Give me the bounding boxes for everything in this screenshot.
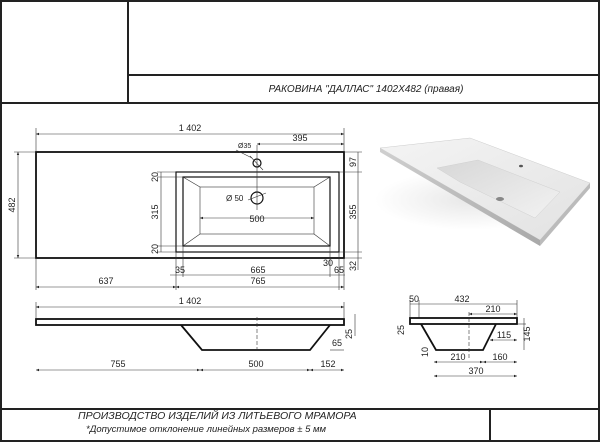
svg-text:210: 210 <box>485 304 500 314</box>
dim-drain-hole: Ø 50 <box>226 194 244 203</box>
svg-text:500: 500 <box>248 359 263 369</box>
svg-text:25: 25 <box>396 325 406 335</box>
svg-text:50: 50 <box>409 294 419 304</box>
svg-text:20: 20 <box>150 244 160 254</box>
svg-text:30: 30 <box>323 258 333 268</box>
svg-text:395: 395 <box>292 133 307 143</box>
svg-text:97: 97 <box>348 157 358 167</box>
svg-text:20: 20 <box>150 172 160 182</box>
svg-text:65: 65 <box>332 338 342 348</box>
svg-text:32: 32 <box>348 261 358 271</box>
top-view: 1 402 395 Ø35 Ø 50 500 482 20 315 20 97 … <box>7 123 362 290</box>
dim-overall-depth: 482 <box>7 197 17 212</box>
svg-text:152: 152 <box>320 359 335 369</box>
svg-text:355: 355 <box>348 204 358 219</box>
svg-text:315: 315 <box>150 204 160 219</box>
svg-text:755: 755 <box>110 359 125 369</box>
sink-3d-render <box>375 137 591 246</box>
svg-text:500: 500 <box>249 214 264 224</box>
svg-text:665: 665 <box>250 265 265 275</box>
product-title: РАКОВИНА "ДАЛЛАС" 1402Х482 (правая) <box>269 84 464 95</box>
svg-text:145: 145 <box>522 326 532 341</box>
svg-text:637: 637 <box>98 276 113 286</box>
svg-text:210: 210 <box>450 352 465 362</box>
svg-text:160: 160 <box>492 352 507 362</box>
svg-text:432: 432 <box>454 294 469 304</box>
svg-text:25: 25 <box>344 329 354 339</box>
footer-tolerance-note: *Допустимое отклонение линейных размеров… <box>86 424 327 435</box>
svg-text:10: 10 <box>420 347 430 357</box>
svg-text:765: 765 <box>250 276 265 286</box>
svg-text:115: 115 <box>497 330 511 340</box>
footer-company-line: ПРОИЗВОДСТВО ИЗДЕЛИЙ ИЗ ЛИТЬЕВОГО МРАМОР… <box>78 409 357 422</box>
svg-text:1 402: 1 402 <box>179 296 202 306</box>
svg-text:65: 65 <box>334 265 344 275</box>
dim-faucet-hole: Ø35 <box>238 143 251 150</box>
dim-overall-width: 1 402 <box>179 123 202 133</box>
svg-text:35: 35 <box>175 265 185 275</box>
svg-text:370: 370 <box>468 366 483 376</box>
side-view: 50 432 210 25 145 115 10 210 160 370 <box>396 294 532 378</box>
front-view: 1 402 25 65 755 500 152 <box>35 296 356 372</box>
